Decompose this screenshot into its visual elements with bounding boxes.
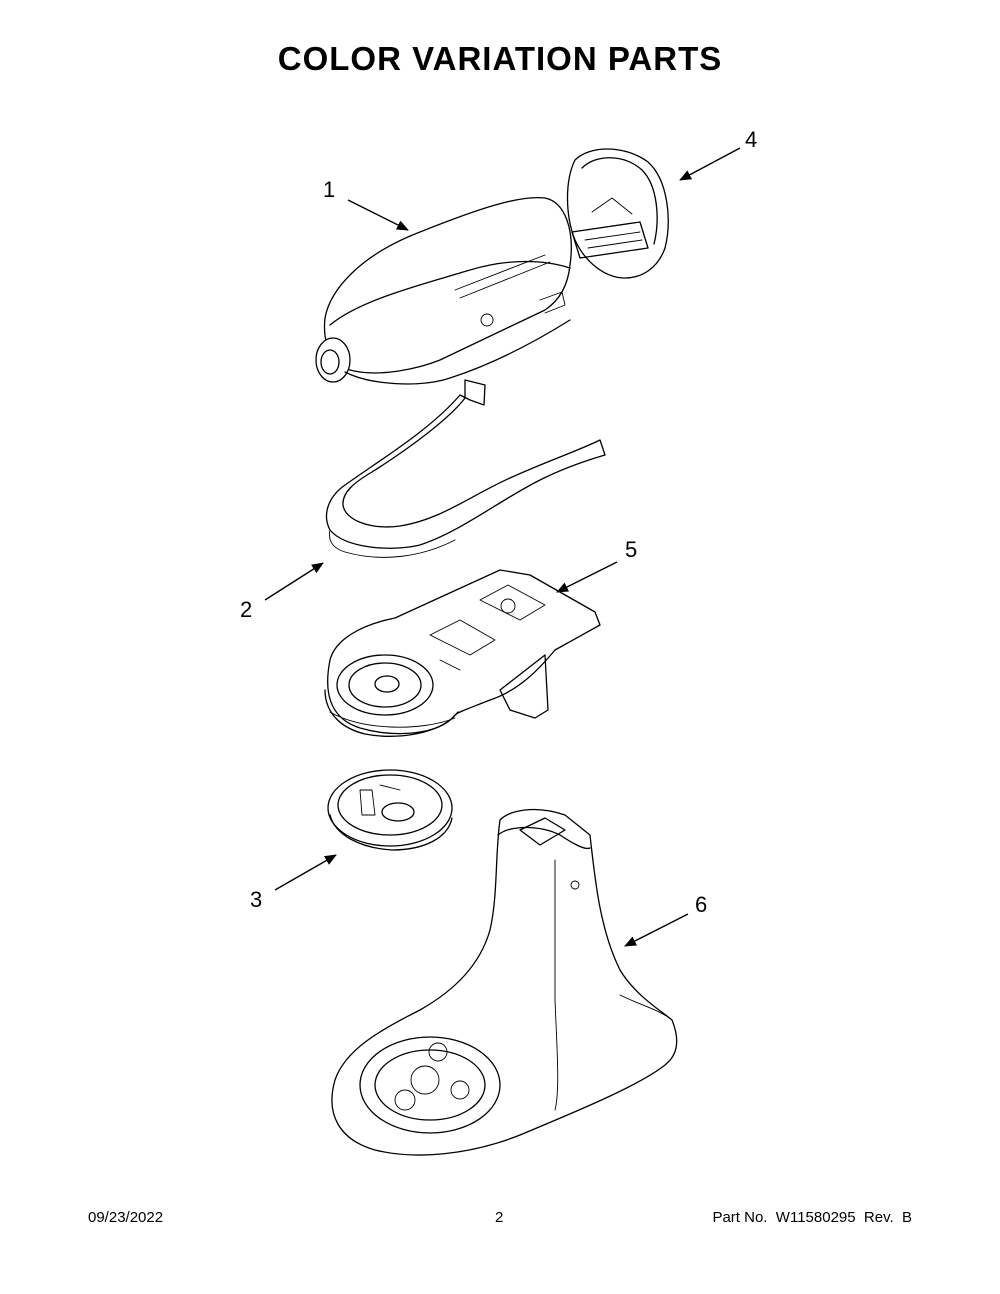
footer-date: 09/23/2022 [88,1209,164,1226]
leader-arrow-6 [624,913,689,947]
part-5-gear-housing [324,569,601,737]
part-2-trim-band [325,379,606,558]
leader-arrow-4 [679,147,741,181]
part-3-gear-ring [327,769,453,851]
leader-arrow-5 [556,561,618,593]
callout-4: 4 [745,127,757,152]
part-4-front-cover [566,148,669,279]
callout-3: 3 [250,887,262,912]
footer-part-number: Part No. W11580295 Rev. B [712,1209,912,1226]
part-6-pedestal-base [331,808,678,1156]
callout-1: 1 [323,177,335,202]
page-title: COLOR VARIATION PARTS [277,40,723,77]
leader-arrow-1 [347,199,409,231]
part-1-motor-housing [315,196,572,385]
callout-5: 5 [625,537,637,562]
callout-6: 6 [695,892,707,917]
callout-2: 2 [240,597,252,622]
leader-arrow-3 [274,854,337,891]
leader-arrow-2 [264,562,324,601]
footer-page-number: 2 [495,1209,504,1226]
